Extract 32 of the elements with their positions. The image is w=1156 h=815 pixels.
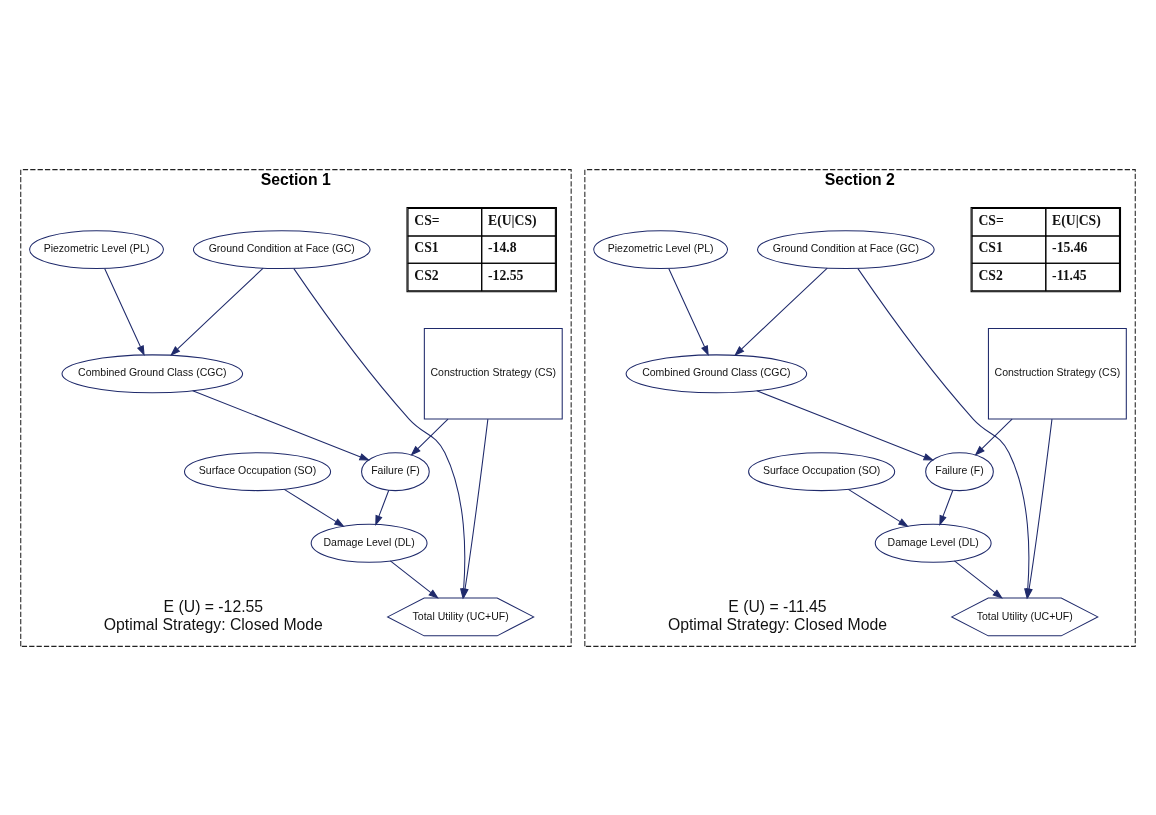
arrow	[192, 389, 370, 461]
arrow	[170, 267, 264, 356]
node-ellipse: Ground Condition at Face (GC)	[192, 229, 371, 269]
node-ellipse: Ground Condition at Face (GC)	[757, 229, 935, 269]
node-ellipse: Surface Occupation (SO)	[183, 451, 332, 491]
arrow	[104, 267, 145, 356]
node-ellipse: Failure (F)	[925, 451, 994, 491]
arrow	[283, 488, 345, 527]
node-ellipse: Combined Ground Class (CGC)	[61, 353, 244, 393]
node-ellipse: Damage Level (DL)	[874, 523, 992, 563]
node-label: E (U) = -12.55	[163, 597, 264, 615]
arrow	[953, 559, 1003, 599]
arrow	[847, 488, 909, 527]
arrow	[734, 267, 828, 356]
arrow	[389, 559, 439, 599]
arrow	[375, 489, 390, 526]
arrow	[668, 267, 709, 356]
node-label: E (U) = -11.45	[728, 597, 827, 615]
arrow	[974, 418, 1013, 456]
node-ellipse: Damage Level (DL)	[310, 523, 428, 563]
arrow	[756, 389, 935, 461]
arrow	[939, 489, 954, 526]
node-ellipse: Piezometric Level (PL)	[29, 229, 164, 269]
node-box: Construction Strategy (CS)	[987, 327, 1127, 420]
node-box: Construction Strategy (CS)	[423, 327, 563, 420]
node-ellipse: Piezometric Level (PL)	[593, 229, 729, 269]
node-ellipse: Combined Ground Class (CGC)	[625, 353, 808, 393]
node-label: Optimal Strategy: Closed Mode	[103, 615, 323, 633]
node-ellipse: Surface Occupation (SO)	[748, 451, 896, 491]
node-label: Optimal Strategy: Closed Mode	[667, 615, 887, 633]
arrow	[410, 418, 449, 456]
node-ellipse: Failure (F)	[361, 451, 430, 491]
